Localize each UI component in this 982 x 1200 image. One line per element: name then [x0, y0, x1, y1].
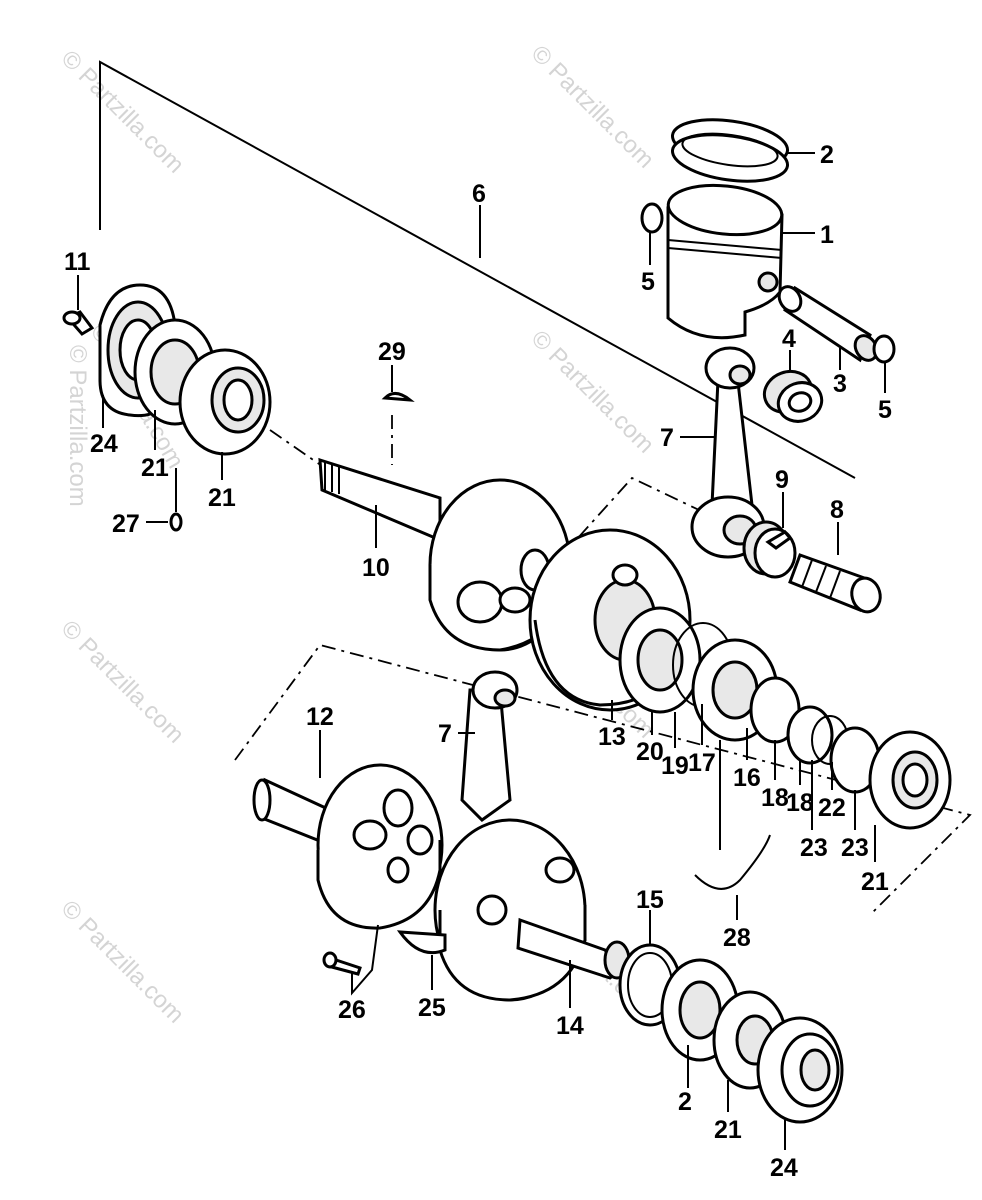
leader-lines: [77, 152, 886, 1150]
connecting-rod-lower: [460, 670, 519, 822]
callout-16: 16: [733, 764, 761, 792]
needle-bearing-small-end: [762, 369, 824, 423]
piston-pin: [777, 285, 879, 363]
plate-25: [396, 930, 447, 955]
callout-21: 21: [141, 454, 169, 482]
bolt-11: [62, 310, 95, 336]
callout-25: 25: [418, 994, 446, 1022]
callout-23: 23: [841, 834, 869, 862]
watermark: © Partzilla.com: [56, 895, 189, 1028]
ball-bearing-upper-2: [178, 348, 272, 456]
callout-5: 5: [878, 396, 892, 424]
callout-21: 21: [714, 1116, 742, 1144]
callout-24: 24: [770, 1154, 798, 1182]
watermark: © Partzilla.com: [526, 325, 659, 458]
callout-22: 22: [818, 794, 846, 822]
callout-27: 27: [112, 510, 140, 538]
callout-4: 4: [782, 325, 796, 353]
bearing-stack-right: [618, 606, 952, 830]
callout-18: 18: [786, 789, 814, 817]
group-box-lower: [234, 643, 972, 916]
callout-3: 3: [833, 370, 847, 398]
callout-19: 19: [661, 752, 689, 780]
callout-17: 17: [688, 749, 716, 777]
callout-26: 26: [338, 996, 366, 1024]
woodruff-key-29: [381, 392, 415, 402]
callout-2: 2: [820, 141, 834, 169]
callout-15: 15: [636, 886, 664, 914]
crankshaft-lower-left: [252, 763, 444, 930]
piston-pin-clip-right: [872, 334, 896, 364]
callout-9: 9: [775, 466, 789, 494]
callout-20: 20: [636, 738, 664, 766]
watermark: © Partzilla.com: [64, 345, 91, 507]
watermark: © Partzilla.com: [526, 40, 659, 173]
axis-line-upper: [539, 476, 721, 581]
crank-pin-bearing: [742, 520, 797, 579]
callouts: 1 2 2 3 4 5 5 6 7 7 8 9 10 11 12 13 14 1…: [64, 141, 892, 1182]
group-line-6: [99, 60, 856, 479]
callout-7: 7: [660, 424, 674, 452]
callout-24: 24: [90, 430, 118, 458]
watermark: © Partzilla.com: [56, 615, 189, 748]
callout-8: 8: [830, 496, 844, 524]
screw-26: [322, 951, 362, 976]
piston-pin-clip-left: [640, 202, 664, 234]
circlip-28: [694, 834, 771, 890]
callout-23: 23: [800, 834, 828, 862]
callout-7: 7: [438, 720, 452, 748]
callout-21: 21: [208, 484, 236, 512]
callout-14: 14: [556, 1012, 584, 1040]
callout-10: 10: [362, 554, 390, 582]
callout-11: 11: [64, 248, 91, 276]
callout-12: 12: [306, 703, 334, 731]
callout-5: 5: [641, 268, 655, 296]
bearing-stack-lower: [660, 958, 844, 1124]
callout-1: 1: [820, 221, 834, 249]
callout-28: 28: [723, 924, 751, 952]
callout-29: 29: [378, 338, 406, 366]
callout-2: 2: [678, 1088, 692, 1116]
piston-rings: [670, 118, 790, 183]
callout-13: 13: [598, 723, 626, 751]
callout-18: 18: [761, 784, 789, 812]
pin-27: [169, 512, 183, 532]
callout-21: 21: [861, 868, 889, 896]
crank-pin: [788, 553, 882, 614]
callout-6: 6: [472, 180, 486, 208]
crankshaft-lower-right: [433, 818, 631, 1002]
piston: [666, 183, 784, 340]
watermark: © Partzilla.com: [56, 45, 189, 178]
